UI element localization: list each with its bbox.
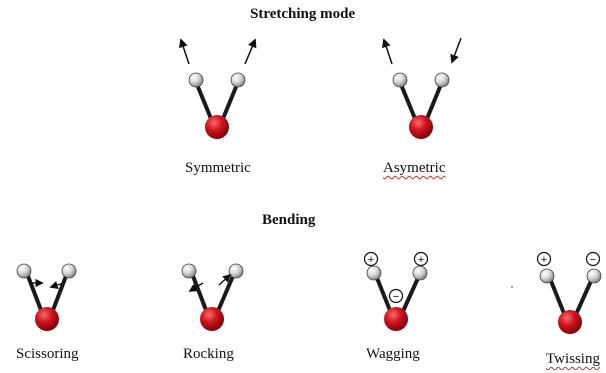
molecule-rocking bbox=[181, 263, 244, 331]
hydrogen-atom bbox=[61, 263, 77, 279]
molecule-wagging: + + − bbox=[363, 251, 429, 331]
minus-sign: − bbox=[590, 254, 596, 266]
hydrogen-atom bbox=[16, 263, 32, 279]
rocking-label: Rocking bbox=[183, 346, 234, 362]
arrow bbox=[188, 282, 204, 292]
hydrogen-atom bbox=[228, 263, 244, 279]
hydrogen-atom bbox=[230, 72, 246, 88]
plus-sign: + bbox=[368, 254, 374, 266]
oxygen-atom bbox=[200, 307, 224, 331]
plus-sign: + bbox=[418, 254, 424, 266]
oxygen-atom bbox=[205, 115, 229, 139]
hydrogen-atom bbox=[188, 72, 204, 88]
molecule-scissoring bbox=[16, 263, 77, 331]
oxygen-atom bbox=[384, 307, 408, 331]
hydrogen-atom bbox=[412, 265, 428, 281]
minus-circle-icon bbox=[388, 288, 404, 304]
plus-circle-icon bbox=[536, 251, 552, 267]
plus-sign: + bbox=[541, 254, 547, 266]
stretching-mode-title: Stretching mode bbox=[250, 6, 356, 22]
arrow bbox=[179, 38, 190, 65]
hydrogen-atom bbox=[539, 268, 555, 284]
hydrogen-atom bbox=[434, 72, 450, 88]
scissoring-label: Scissoring bbox=[16, 346, 79, 362]
arrow bbox=[450, 37, 462, 64]
molecule-asymmetric bbox=[382, 37, 462, 139]
molecule-twisting: + − bbox=[536, 251, 602, 334]
molecule-symmetric bbox=[179, 38, 257, 139]
plus-circle-icon bbox=[413, 251, 429, 267]
speck-dot bbox=[511, 286, 513, 288]
hydrogen-atom bbox=[366, 265, 382, 281]
hydrogen-atom bbox=[181, 263, 197, 279]
minus-circle-icon bbox=[585, 251, 601, 267]
arrow bbox=[382, 38, 393, 65]
twisting-label: Twissing bbox=[546, 351, 600, 367]
minus-sign: − bbox=[393, 291, 399, 303]
hydrogen-atom bbox=[586, 268, 602, 284]
oxygen-atom bbox=[558, 310, 582, 334]
bending-title: Bending bbox=[262, 212, 316, 228]
arrow bbox=[218, 273, 232, 286]
arrow bbox=[49, 281, 65, 290]
arrow bbox=[244, 38, 257, 65]
asymmetric-label: Asymetric bbox=[383, 160, 446, 176]
wagging-label: Wagging bbox=[366, 346, 420, 362]
oxygen-atom bbox=[35, 307, 59, 331]
hydrogen-atom bbox=[392, 72, 408, 88]
symmetric-label: Symmetric bbox=[185, 160, 251, 176]
oxygen-atom bbox=[409, 115, 433, 139]
plus-circle-icon bbox=[363, 251, 379, 267]
